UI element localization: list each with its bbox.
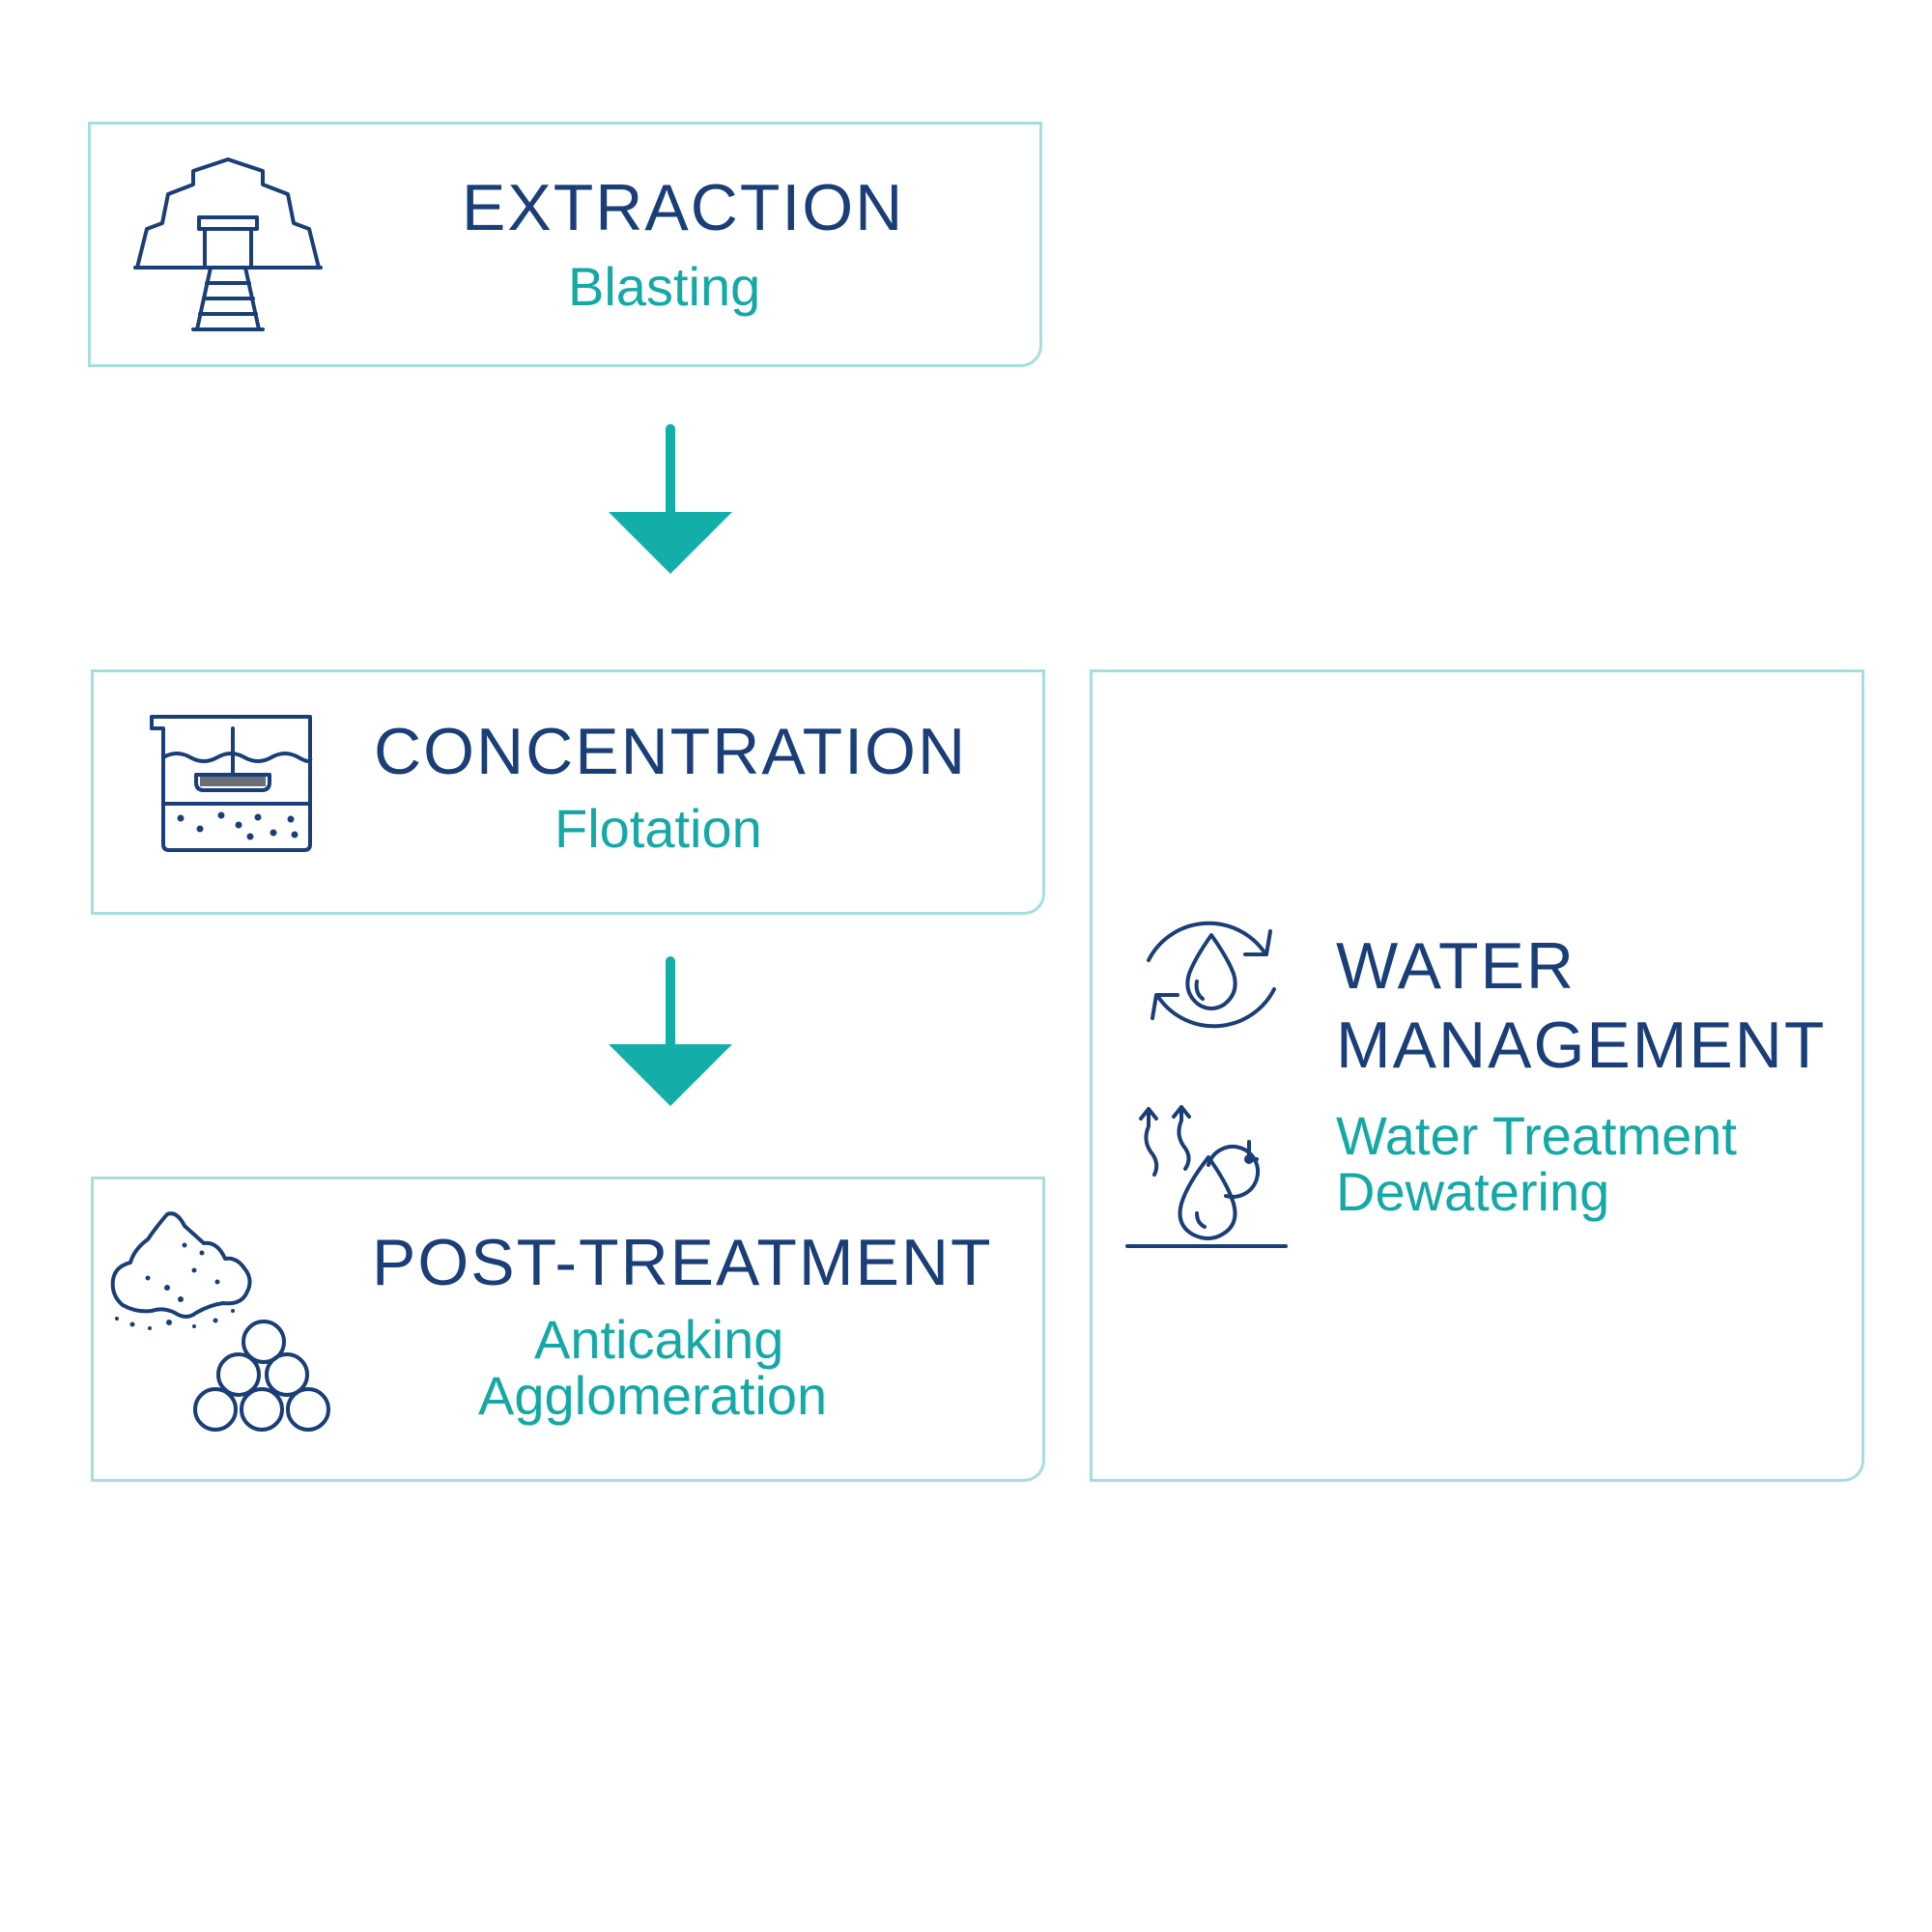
flotation-tank-icon bbox=[150, 715, 313, 852]
concentration-card: CONCENTRATION Flotation bbox=[91, 669, 1045, 915]
water-title-line-1: WATER bbox=[1336, 929, 1576, 1003]
post-treatment-subtitle-line-2: Agglomeration bbox=[478, 1365, 828, 1426]
water-subtitle-line-2: Dewatering bbox=[1336, 1161, 1610, 1222]
concentration-title: CONCENTRATION bbox=[374, 715, 968, 788]
extraction-title: EXTRACTION bbox=[462, 171, 905, 244]
water-management-card: WATER MANAGEMENT Water Treatment Dewater… bbox=[1090, 669, 1864, 1482]
dewatering-icon bbox=[1125, 1105, 1288, 1248]
down-arrow-1 bbox=[609, 424, 732, 574]
powder-pellets-icon bbox=[110, 1211, 330, 1432]
extraction-card: EXTRACTION Blasting bbox=[88, 122, 1042, 367]
post-treatment-title: POST-TREATMENT bbox=[372, 1226, 993, 1299]
post-treatment-card: POST-TREATMENT Anticaking Agglomeration bbox=[91, 1177, 1045, 1482]
down-arrow-2 bbox=[609, 956, 732, 1106]
water-title-line-2: MANAGEMENT bbox=[1336, 1009, 1827, 1082]
extraction-subtitle: Blasting bbox=[568, 256, 761, 317]
post-treatment-subtitle-line-1: Anticaking bbox=[534, 1309, 784, 1370]
mine-entrance-icon bbox=[133, 157, 323, 331]
water-subtitle-line-1: Water Treatment bbox=[1336, 1105, 1737, 1166]
concentration-subtitle: Flotation bbox=[554, 798, 762, 859]
water-cycle-icon bbox=[1147, 921, 1276, 1029]
